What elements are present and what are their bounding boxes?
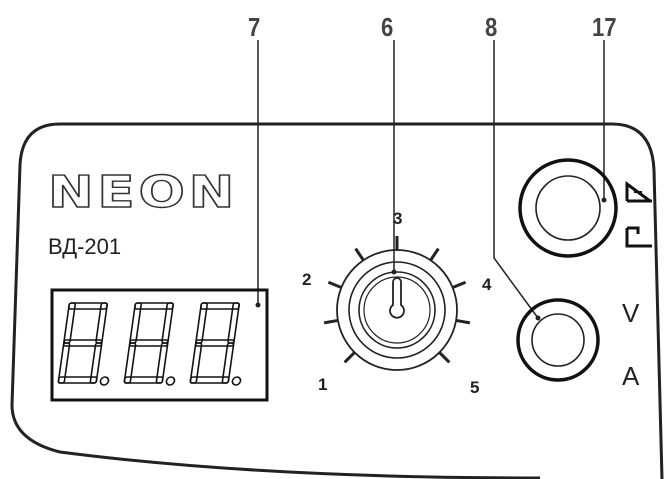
dial-ring-outer bbox=[336, 249, 458, 371]
dial-ticks bbox=[323, 236, 471, 364]
display-segment bbox=[123, 342, 137, 384]
display-digit bbox=[57, 302, 110, 386]
dial-knob[interactable] bbox=[358, 271, 436, 349]
model-label: ВД-201 bbox=[48, 234, 121, 259]
display-segment bbox=[221, 342, 235, 384]
display-segment bbox=[155, 342, 169, 384]
display-decimal-point bbox=[165, 376, 176, 386]
segment-display bbox=[50, 288, 269, 402]
dial-mark-1: 1 bbox=[318, 375, 327, 394]
amp-label: A bbox=[622, 361, 640, 391]
current-dial[interactable] bbox=[323, 236, 471, 371]
leader-va-button-dot bbox=[535, 315, 541, 321]
dial-tick bbox=[429, 247, 440, 262]
mode-4t-icon bbox=[625, 226, 652, 248]
dial-tick bbox=[323, 318, 339, 325]
callout-va-button: 8 bbox=[485, 12, 498, 42]
callout-display: 7 bbox=[248, 12, 261, 42]
callout-knob: 6 bbox=[381, 12, 394, 42]
display-decimal-point bbox=[99, 376, 110, 386]
leader-va-button bbox=[493, 40, 539, 319]
dial-tick bbox=[354, 247, 365, 262]
dial-knob-inner bbox=[363, 276, 431, 344]
dial-mark-3: 3 bbox=[393, 209, 402, 228]
dial-tick bbox=[452, 280, 467, 289]
va-button[interactable] bbox=[516, 298, 600, 382]
display-decimal-point bbox=[231, 376, 242, 386]
display-segment bbox=[57, 342, 71, 384]
dial-tick bbox=[438, 351, 451, 364]
mode-button[interactable] bbox=[518, 158, 618, 258]
dial-ring-mid bbox=[348, 261, 446, 359]
brand-logo: NEON bbox=[48, 167, 238, 218]
leader-display-dot bbox=[255, 302, 261, 308]
display-digit bbox=[123, 302, 176, 386]
dial-tick bbox=[455, 318, 471, 325]
dial-mark-4: 4 bbox=[482, 275, 492, 294]
display-segment bbox=[189, 342, 203, 384]
display-digit bbox=[189, 302, 242, 386]
dial-mark-2: 2 bbox=[302, 270, 311, 289]
display-digits bbox=[57, 302, 242, 386]
dial-pointer bbox=[389, 277, 405, 319]
volt-label: V bbox=[622, 298, 640, 328]
dial-tick bbox=[327, 280, 342, 289]
leader-mode-button-dot bbox=[601, 197, 607, 203]
panel-outline bbox=[10, 122, 664, 479]
dial-mark-5: 5 bbox=[470, 378, 479, 397]
callout-mode-button: 17 bbox=[592, 12, 617, 42]
dial-tick bbox=[343, 351, 356, 364]
display-segment bbox=[89, 342, 103, 384]
mode-2t-icon bbox=[625, 181, 652, 203]
